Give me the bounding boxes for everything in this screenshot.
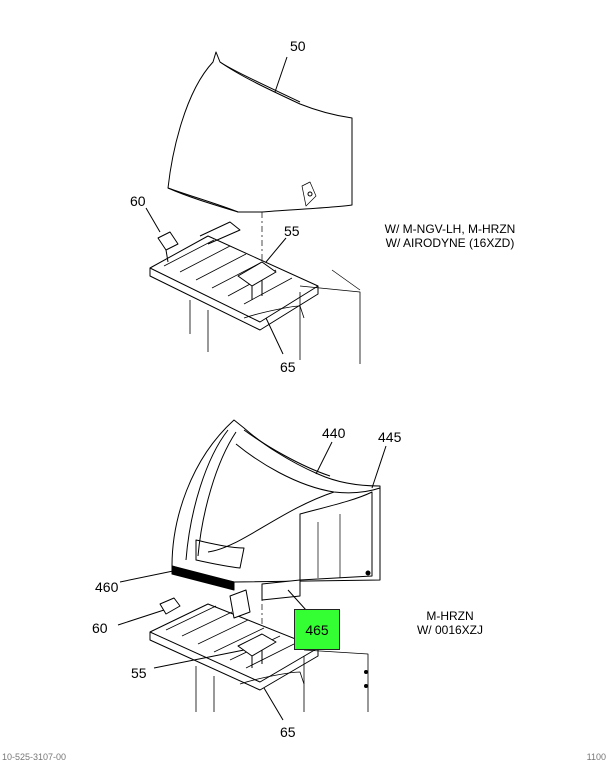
leader-465	[287, 589, 307, 611]
lower-note-line2: W/ 0016XZJ	[416, 623, 484, 637]
upper-note: W/ M-NGV-LH, M-HRZN W/ AIRODYNE (16XZD)	[370, 222, 530, 250]
leader-440	[315, 441, 333, 475]
footer-right: 1100	[586, 752, 606, 762]
callout-55-upper: 55	[284, 223, 300, 239]
leader-460	[119, 569, 179, 583]
callout-60-lower: 60	[92, 620, 108, 636]
callout-460: 460	[95, 579, 119, 595]
highlighted-part-box[interactable]	[294, 609, 340, 650]
lower-note: M-HRZN W/ 0016XZJ	[400, 609, 500, 637]
callout-465[interactable]: 465	[305, 622, 329, 638]
leader-445	[371, 445, 387, 489]
leader-65-lower	[263, 687, 284, 721]
leader-55-lower	[153, 649, 245, 669]
footer-left: 10-525-3107-00	[2, 752, 67, 762]
leader-60-upper	[145, 207, 161, 233]
callout-445: 445	[378, 429, 402, 445]
callout-440: 440	[322, 425, 346, 441]
upper-note-line2: W/ AIRODYNE (16XZD)	[385, 236, 515, 250]
roof-fairing-440-drawing	[171, 419, 381, 591]
callout-60-upper: 60	[130, 193, 146, 209]
leader-50	[274, 56, 288, 93]
callout-65-upper: 65	[280, 359, 296, 375]
callout-55-lower: 55	[131, 665, 147, 681]
leader-60-lower	[117, 609, 165, 626]
upper-deck-drawing	[149, 221, 361, 364]
leader-65-upper	[265, 317, 284, 355]
leader-55-upper	[265, 237, 287, 263]
callout-50: 50	[290, 38, 306, 54]
callout-65-lower: 65	[280, 724, 296, 740]
upper-note-line1: W/ M-NGV-LH, M-HRZN	[384, 222, 516, 236]
roof-fairing-50-drawing	[167, 51, 353, 213]
lower-note-line1: M-HRZN	[426, 609, 474, 623]
